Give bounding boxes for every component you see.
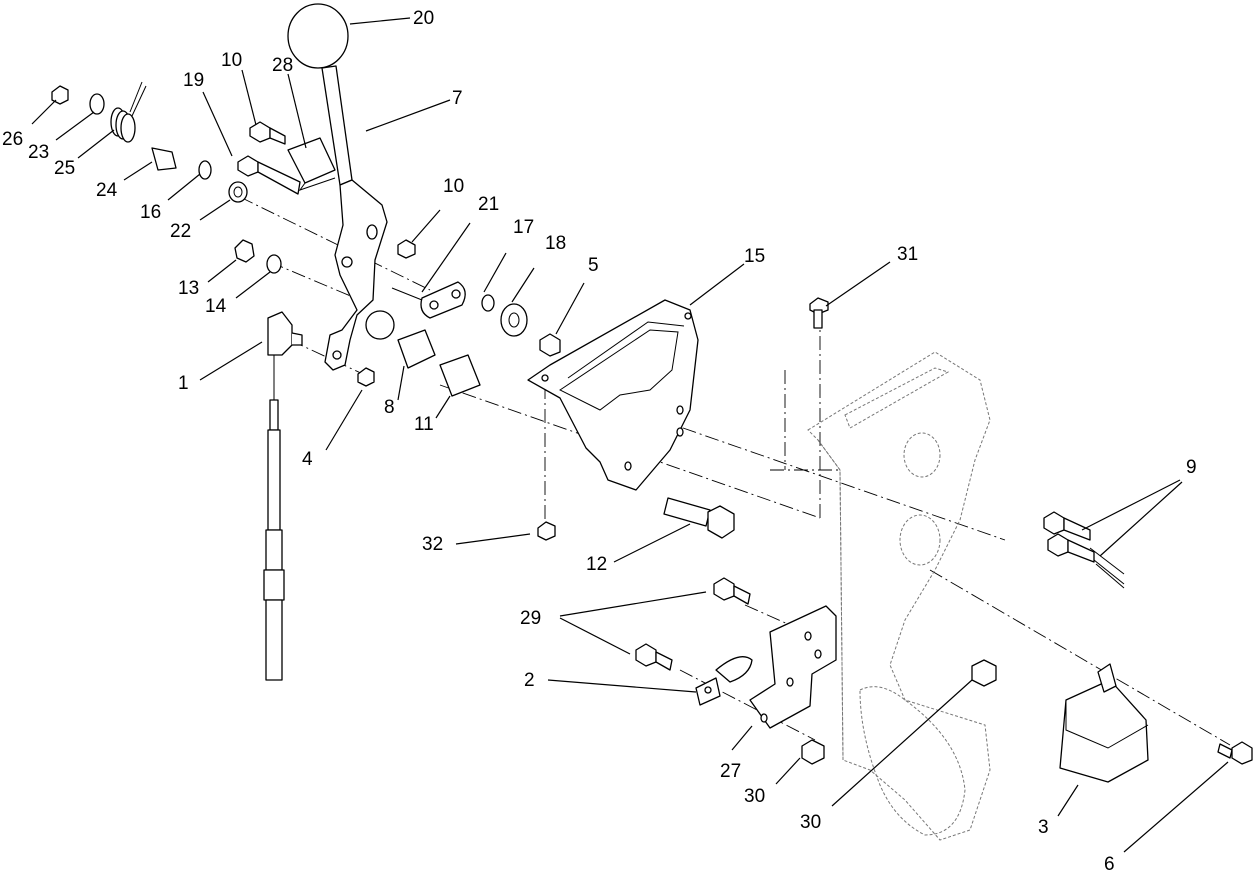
callout-22: 22 — [170, 221, 191, 242]
callout-21: 21 — [478, 194, 499, 215]
bolt-part-10-upper — [249, 121, 286, 145]
bushing-part-24 — [151, 147, 177, 171]
nut-part-26 — [51, 85, 69, 105]
callout-10-right: 10 — [443, 176, 464, 197]
washer-part-16 — [198, 160, 212, 180]
frame-phantom — [807, 351, 991, 841]
callout-32: 32 — [422, 534, 443, 555]
callout-19: 19 — [183, 70, 204, 91]
callout-7: 7 — [452, 88, 463, 109]
bushing-part-22 — [228, 181, 248, 203]
washer-part-14 — [266, 254, 282, 274]
callout-3: 3 — [1038, 817, 1049, 838]
relay-part-3 — [1059, 663, 1149, 783]
callout-2: 2 — [524, 670, 535, 691]
callout-30-lower: 30 — [744, 786, 765, 807]
bolt-part-12 — [663, 497, 735, 539]
callout-11: 11 — [414, 414, 434, 435]
callout-1: 1 — [178, 373, 189, 394]
clamp-part-2 — [695, 656, 753, 706]
callout-24: 24 — [96, 180, 118, 201]
bushing-part-8 — [365, 310, 436, 369]
bolt-part-19 — [237, 155, 301, 195]
plate-part-28 — [287, 137, 336, 191]
callout-29: 29 — [520, 608, 541, 629]
nut-part-5 — [539, 333, 561, 357]
callout-12: 12 — [586, 554, 607, 575]
bracket-part-15 — [527, 299, 699, 491]
washer-part-23 — [89, 93, 105, 115]
nut-part-10-right — [397, 239, 416, 259]
callout-20: 20 — [413, 8, 434, 29]
callout-labels: 20 7 28 10 19 26 23 25 24 16 22 10 21 17… — [2, 8, 1197, 875]
nut-part-30-lower — [801, 739, 825, 765]
nut-part-30-upper — [971, 659, 997, 687]
callout-6: 6 — [1104, 854, 1115, 875]
callout-25: 25 — [54, 158, 75, 179]
callout-31: 31 — [897, 244, 918, 265]
shift-knob-part-20 — [287, 3, 349, 69]
callout-4: 4 — [302, 449, 313, 470]
nut-part-4 — [357, 367, 375, 387]
leader-lines — [31, 17, 1229, 853]
washer-part-17 — [481, 294, 495, 312]
callout-13: 13 — [178, 278, 199, 299]
bolt-part-6 — [1217, 741, 1253, 765]
callout-30-center: 30 — [800, 812, 821, 833]
callout-16: 16 — [140, 202, 161, 223]
nut-part-32 — [537, 521, 556, 541]
callout-9: 9 — [1186, 457, 1197, 478]
callout-14: 14 — [205, 296, 227, 317]
bracket-part-27 — [749, 605, 837, 729]
spring-part-25 — [110, 81, 147, 143]
bushing-part-18 — [500, 303, 528, 337]
callout-26: 26 — [2, 129, 23, 150]
callout-28: 28 — [272, 55, 293, 76]
callout-15: 15 — [744, 246, 765, 267]
callout-5: 5 — [588, 255, 599, 276]
shift-lever-part-7 — [321, 65, 388, 371]
spacer-part-11 — [439, 354, 481, 397]
callout-8: 8 — [384, 397, 395, 418]
bolt-part-29-lower — [635, 643, 673, 671]
switch-part-9 — [1043, 511, 1125, 589]
callout-17: 17 — [513, 217, 534, 238]
callout-18: 18 — [545, 233, 566, 254]
callout-10-upper: 10 — [221, 50, 242, 71]
nut-part-13 — [234, 239, 255, 263]
callout-27: 27 — [720, 761, 741, 782]
cable-part-1 — [263, 311, 303, 681]
callout-23: 23 — [28, 142, 49, 163]
link-part-21 — [391, 281, 466, 319]
bolt-part-29-upper — [713, 577, 751, 605]
bolt-part-31 — [809, 297, 829, 329]
